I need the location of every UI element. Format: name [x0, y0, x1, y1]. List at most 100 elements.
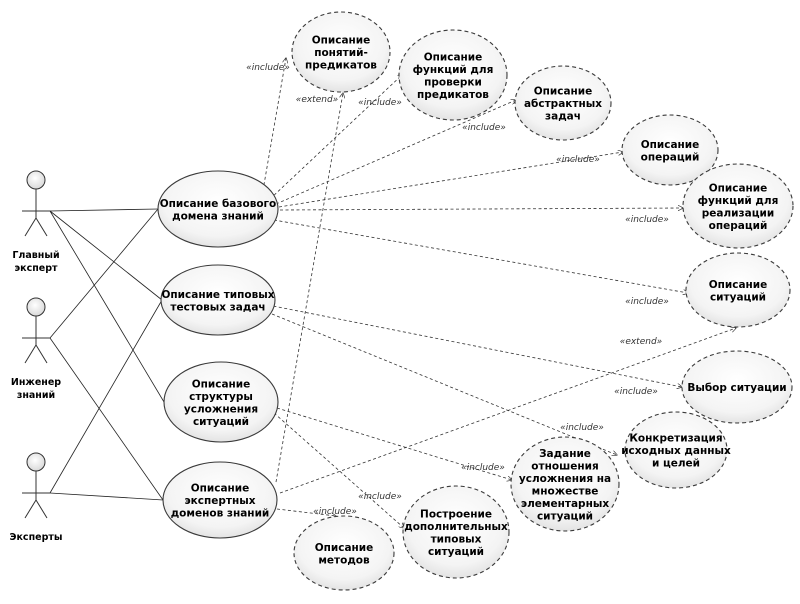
use-case-label: исходных данных — [621, 445, 731, 457]
association-lines — [49, 208, 165, 501]
use-case-label: Задание — [539, 448, 591, 460]
use-case-label: дополнительных — [404, 521, 508, 533]
use-case-label: элементарных — [521, 498, 609, 510]
use-case-label: Описание типовых — [161, 289, 274, 301]
include-arrow-expert_domains-methods — [276, 508, 336, 516]
use-case-label: Описание — [191, 483, 250, 495]
association-engineer-expert_domains — [49, 337, 164, 501]
use-case-label: абстрактных — [524, 98, 602, 110]
use-case-label: Конкретизация — [629, 433, 722, 445]
actor-body-icon — [22, 316, 50, 364]
include-label: «include» — [462, 123, 506, 133]
use-case-label: понятий- — [314, 47, 368, 59]
include-label: «include» — [246, 63, 290, 73]
include-arrow-base-pred_funcs — [269, 74, 403, 200]
use-case-label: реализации — [702, 207, 774, 219]
include-arrow-typical-choose — [267, 304, 682, 387]
use-case-label: Описание — [192, 378, 251, 390]
use-case-label: операций — [709, 220, 768, 232]
use-case-ellipse[interactable] — [160, 264, 276, 336]
include-label: «include» — [556, 155, 600, 165]
use-case-ellipse[interactable] — [510, 436, 620, 532]
use-case-ellipse[interactable] — [402, 485, 510, 579]
actor-label: Главный — [12, 250, 59, 261]
actor-label: эксперт — [14, 263, 58, 274]
use-case-ellipse[interactable] — [682, 163, 794, 249]
association-experts-expert_domains — [49, 492, 164, 501]
association-chief-typical — [49, 210, 163, 301]
include-label: «include» — [614, 387, 658, 397]
use-case-ellipse[interactable] — [681, 350, 793, 424]
include-label: «include» — [625, 297, 669, 307]
extend-label: «extend» — [620, 337, 662, 347]
use-case-ellipse[interactable] — [163, 361, 279, 443]
actor-label: Инженер — [11, 377, 61, 388]
use-case-label: Построение — [420, 508, 492, 520]
use-case-label: усложнения — [184, 403, 258, 415]
actor-head-icon — [26, 297, 46, 317]
use-case-label: усложнения на — [519, 473, 611, 485]
actor-body-icon — [22, 471, 50, 519]
use-case-label: структуры — [189, 391, 253, 403]
use-case-label: функций для — [413, 64, 494, 76]
use-case-label: множестве — [532, 485, 599, 497]
use-case-ellipse[interactable] — [624, 411, 728, 489]
include-arrow-complication-relation — [276, 407, 512, 480]
include-label: «include» — [461, 463, 505, 473]
use-case-label: доменов знаний — [171, 508, 270, 520]
actor-chief[interactable]: Главный эксперт — [12, 170, 60, 274]
use-case-label: Описание — [312, 35, 371, 47]
use-case-ellipse[interactable] — [685, 252, 791, 328]
include-arrow-typical-concretize — [271, 313, 617, 455]
use-case-label: ситуаций — [193, 416, 249, 428]
include-arrow-complication-build_typical — [273, 412, 404, 528]
use-case-label: методов — [318, 554, 370, 566]
use-case-ellipse[interactable] — [514, 65, 612, 141]
use-case-ellipse[interactable] — [162, 461, 278, 539]
use-case-ellipse[interactable] — [293, 515, 395, 591]
association-chief-complication — [49, 210, 165, 403]
use-case-label: домена знаний — [172, 210, 264, 222]
include-label: «include» — [625, 215, 669, 225]
association-chief-base — [49, 208, 159, 212]
actor-engineer[interactable]: Инженер знаний — [11, 297, 61, 401]
use-case-ellipse[interactable] — [291, 11, 391, 93]
actor-experts[interactable]: Эксперты — [10, 452, 63, 543]
include-label: «include» — [358, 98, 402, 108]
use-case-label: Описание — [709, 279, 768, 291]
use-case-label: Описание — [709, 182, 768, 194]
association-engineer-base — [49, 208, 159, 339]
use-case-label: отношения — [531, 460, 598, 472]
extend-arrow-expert_domains-pred_funcs — [275, 93, 343, 483]
actor-head-icon — [26, 452, 46, 472]
use-case-ellipse[interactable] — [621, 114, 719, 186]
actor-label: знаний — [17, 390, 55, 401]
use-case-label: тестовых задач — [170, 301, 265, 313]
use-case-label: и целей — [652, 458, 700, 470]
use-case-ellipse[interactable] — [157, 170, 279, 248]
use-case-label: предикатов — [305, 60, 377, 72]
use-case-label: Описание — [424, 51, 483, 63]
use-case-choose[interactable]: Выбор ситуации — [681, 350, 793, 424]
use-case-label: проверки — [424, 76, 482, 88]
dependency-arrows: «include» «include» «include» «include» «inc… — [246, 58, 736, 528]
use-case-ellipse[interactable] — [398, 29, 508, 121]
include-arrow-base-op_funcs — [279, 208, 683, 210]
actor-label: Эксперты — [10, 532, 63, 543]
